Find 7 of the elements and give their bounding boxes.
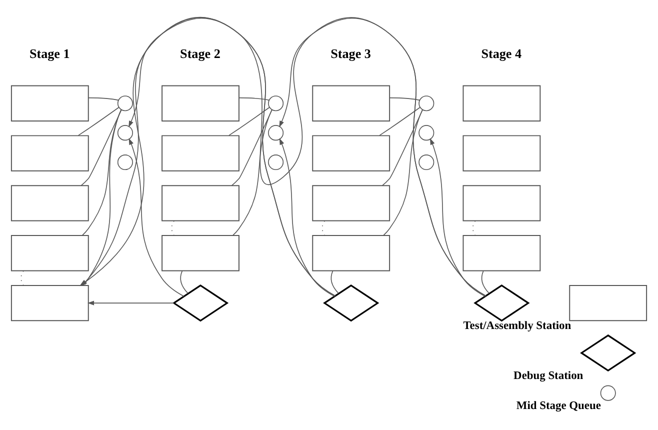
node-label: Test/Assembly Station <box>463 320 572 332</box>
node-label: Mid Stage Queue <box>516 400 601 412</box>
label: Stage 3 <box>330 46 371 62</box>
label: Stage 4 <box>481 46 522 62</box>
node-label: Debug Station <box>514 370 584 382</box>
label: Stage 2 <box>180 46 220 62</box>
label: Stage 1 <box>29 46 70 62</box>
